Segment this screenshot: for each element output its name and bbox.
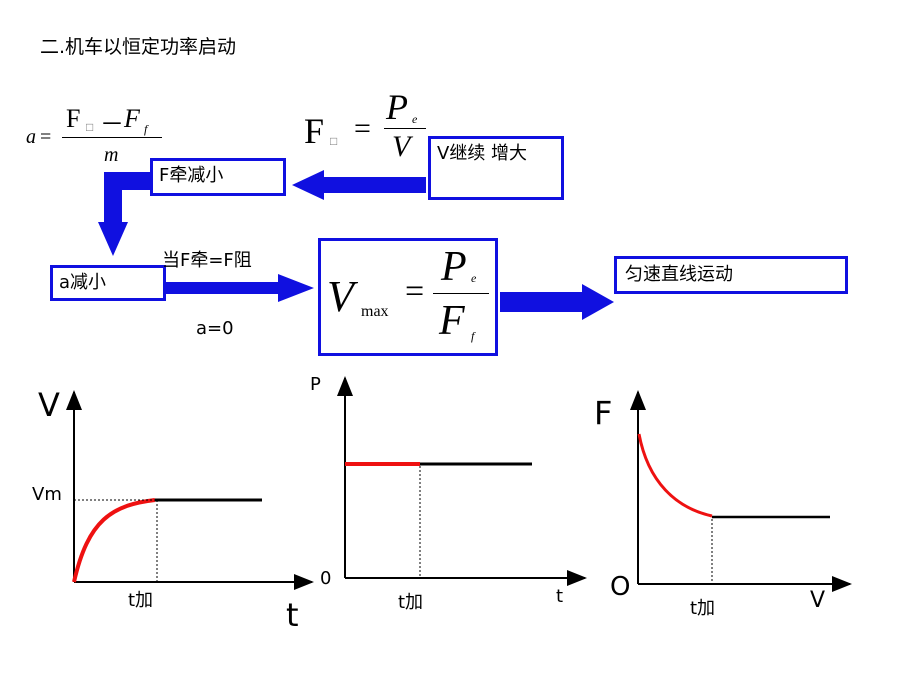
- formula-V-V: V: [327, 272, 354, 321]
- formula-V-eq: =: [405, 273, 425, 310]
- formula-F-num-sub: e: [412, 112, 418, 126]
- box-vmax-formula: V max = P e F f: [318, 238, 498, 356]
- pt-y-label: P: [310, 374, 321, 395]
- formula-a-den: m: [104, 144, 119, 166]
- condition-label: 当F牵=F阻: [162, 250, 252, 271]
- fv-y-label: F: [594, 394, 613, 432]
- formula-V-den-sub: f: [471, 329, 475, 343]
- formula-V-num: P: [441, 244, 467, 290]
- formula-F-num: P: [386, 87, 408, 127]
- vt-tadd-label: t加: [128, 590, 154, 611]
- pt-origin-label: 0: [320, 568, 332, 589]
- box-velocity-increase-text: V继续 增大: [437, 143, 528, 164]
- fv-origin-label: O: [610, 572, 631, 602]
- graph-power-time: [337, 376, 587, 586]
- fv-decay-curve: [637, 433, 713, 518]
- formula-traction-force: F □ = P e V: [304, 87, 434, 168]
- formula-a-lhs: a: [26, 126, 36, 148]
- graph-force-velocity: [630, 390, 852, 592]
- box-traction-decrease: F牵减小: [150, 158, 286, 196]
- formula-F-fraction-bar: [384, 128, 426, 129]
- formula-a-fraction-bar: [62, 137, 162, 138]
- formula-F-eq: =: [354, 112, 371, 145]
- formula-a-Ff: F: [124, 104, 140, 133]
- page-title: 二.机车以恒定功率启动: [40, 36, 237, 58]
- arrow-vmax-to-uniform: [500, 284, 614, 320]
- formula-V-num-sub: e: [471, 271, 477, 285]
- fv-tadd-label: t加: [690, 598, 716, 619]
- arrow-f-to-a: [98, 172, 150, 256]
- fv-x-label: V: [810, 588, 826, 613]
- arrow-v-to-f: [292, 170, 426, 200]
- formula-a-num-sub: □: [86, 120, 94, 134]
- a-zero-label: a=0: [196, 318, 234, 339]
- box-uniform-motion: 匀速直线运动: [614, 256, 848, 294]
- formula-F-sub: □: [330, 134, 338, 148]
- vt-x-label: t: [286, 596, 299, 634]
- formula-V-den: F: [439, 298, 465, 344]
- box-acceleration-decrease-text: a减小: [59, 272, 107, 293]
- vt-accel-curve: [72, 498, 156, 583]
- box-acceleration-decrease: a减小: [50, 265, 166, 301]
- formula-F-den: V: [392, 130, 411, 163]
- formula-V-sub: max: [361, 303, 389, 320]
- formula-a-num-F: F: [66, 104, 81, 133]
- formula-a-minus: －: [100, 112, 124, 138]
- box-uniform-motion-text: 匀速直线运动: [625, 264, 733, 285]
- pt-x-label: t: [556, 586, 564, 607]
- arrow-a-to-vmax: [166, 274, 314, 302]
- box-velocity-increase: V继续 增大: [428, 136, 564, 200]
- vt-vm-label: Vm: [32, 484, 62, 505]
- box-traction-decrease-text: F牵减小: [159, 165, 224, 186]
- pt-tadd-label: t加: [398, 592, 424, 613]
- formula-a-Ff-sub: f: [144, 122, 148, 136]
- graph-velocity-time: [66, 390, 314, 590]
- formula-V-fraction-bar: [433, 293, 489, 294]
- formula-F-F: F: [304, 111, 325, 151]
- formula-acceleration: a = F □ － F f m: [26, 104, 166, 170]
- vt-y-label: V: [38, 386, 60, 424]
- formula-a-eq: =: [40, 126, 52, 148]
